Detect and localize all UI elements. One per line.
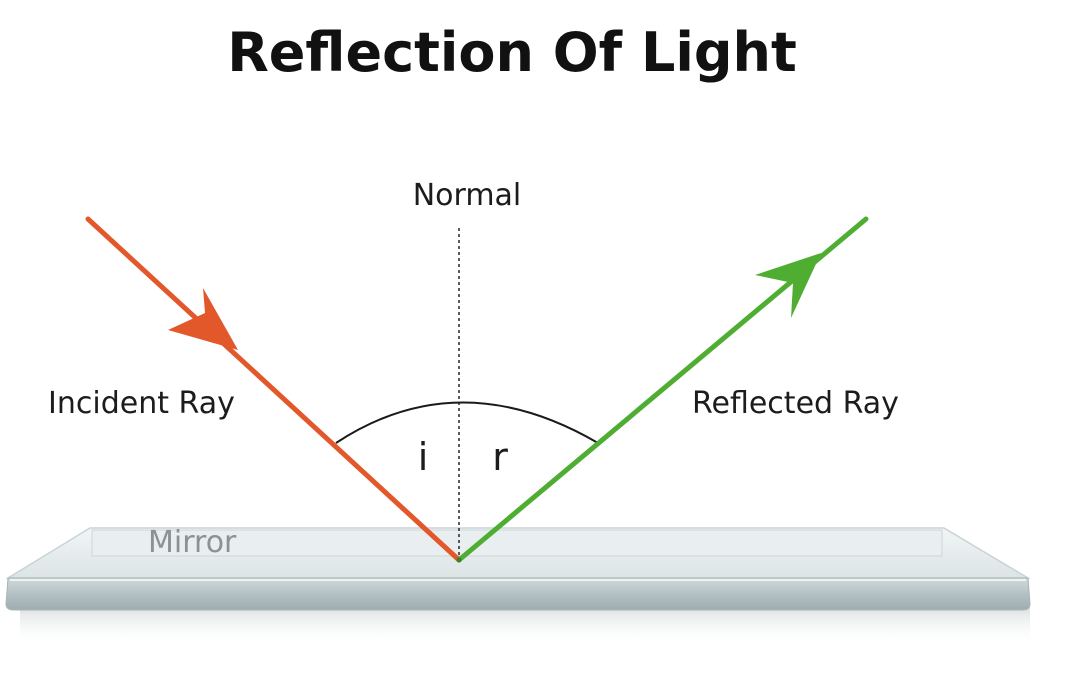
reflected-ray-label: Reflected Ray (692, 386, 899, 421)
incident-ray (85, 216, 462, 563)
normal-label: Normal (413, 178, 522, 213)
angle-r-label: r (492, 435, 508, 479)
mirror-inner-panel (91, 529, 943, 557)
angle-i-label: i (418, 435, 429, 479)
reflected-arrow-icon (755, 253, 821, 318)
incident-arrow-icon (168, 288, 238, 350)
mirror-label: Mirror (148, 525, 237, 560)
mirror: Mirror (5, 525, 1031, 646)
page-title: Reflection Of Light (227, 21, 797, 84)
angle-arc (335, 401, 599, 444)
mirror-shadow (20, 606, 1030, 646)
mirror-front-edge (5, 577, 1031, 611)
incidence-point (456, 557, 462, 563)
incident-ray-line (85, 216, 462, 563)
reflected-ray (456, 216, 869, 563)
incident-ray-label: Incident Ray (48, 386, 235, 421)
